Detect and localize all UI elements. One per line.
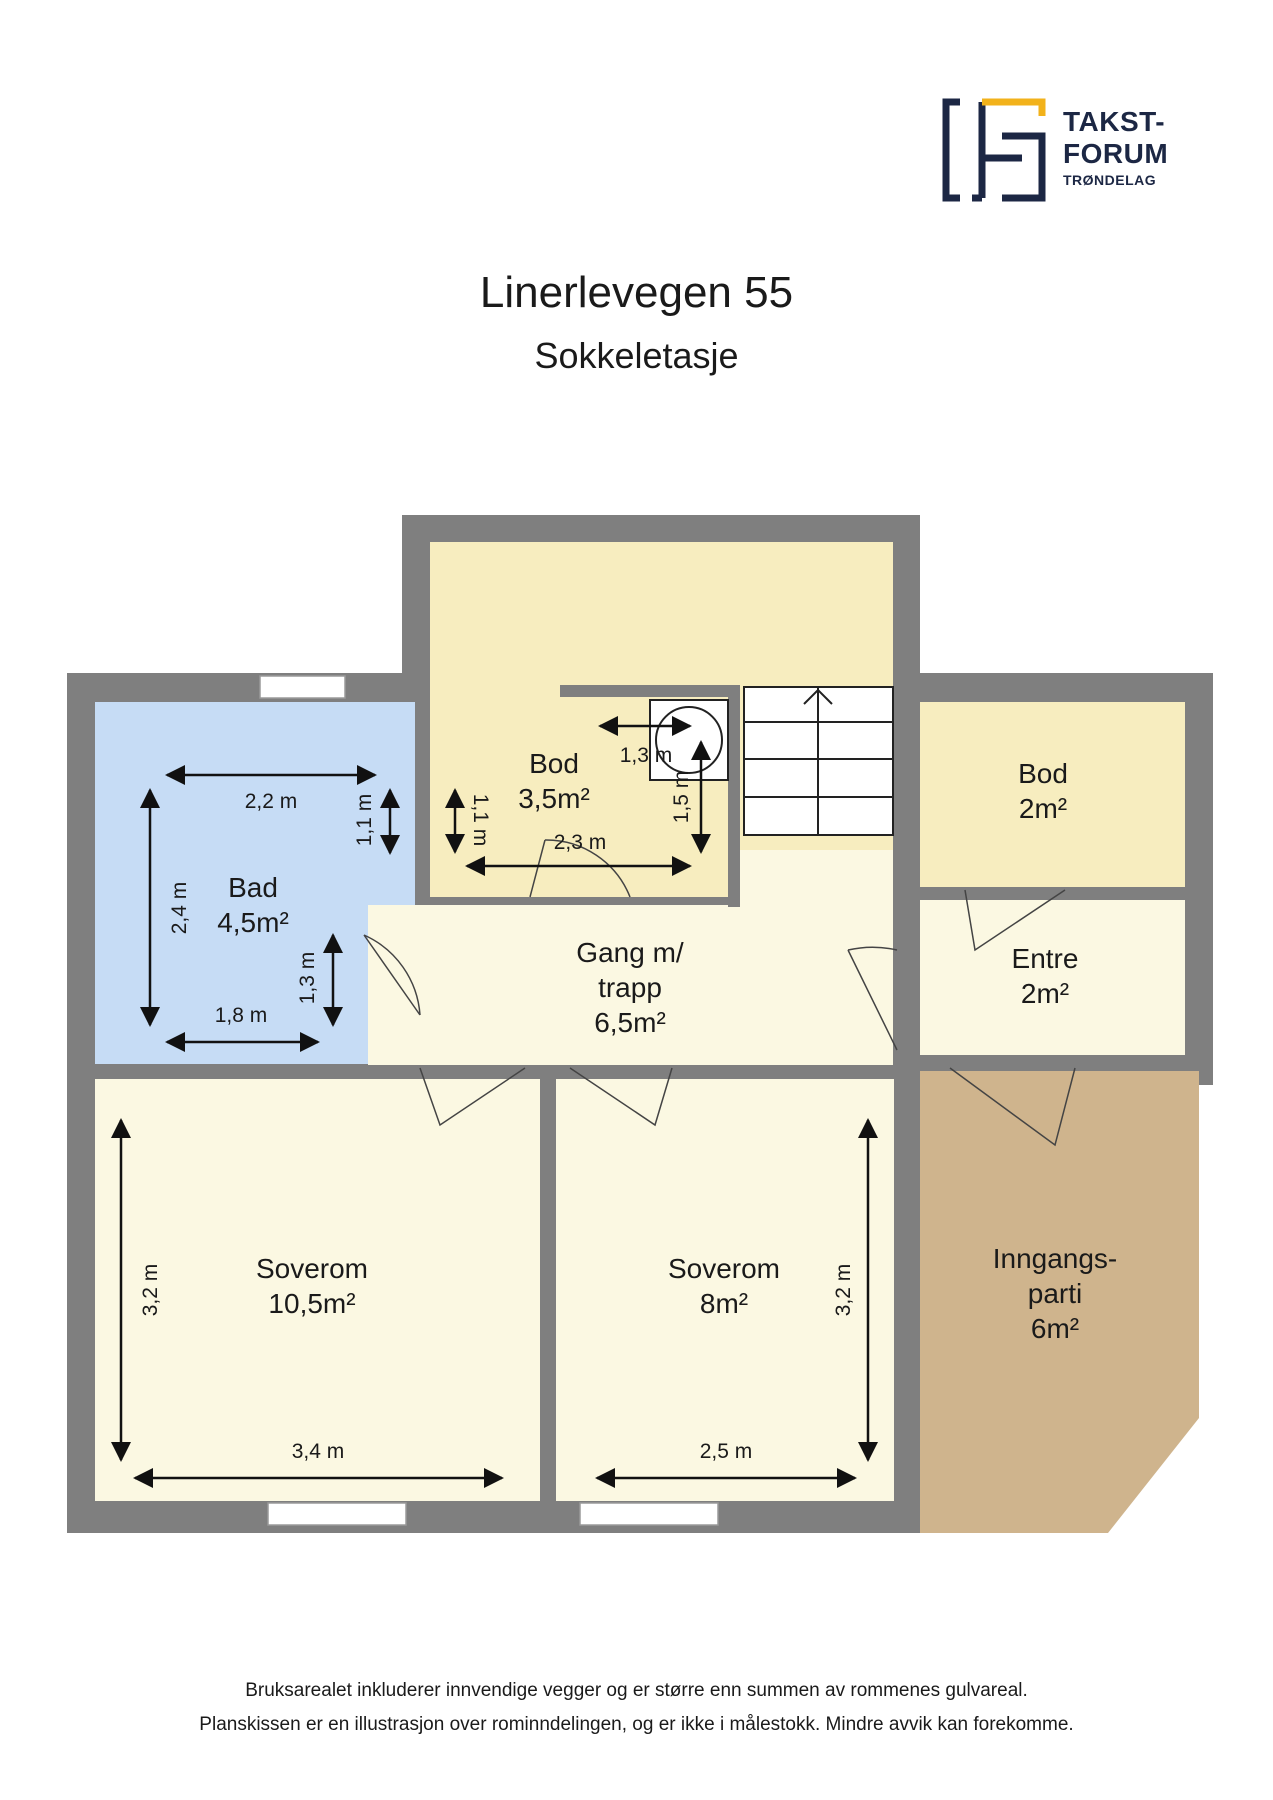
dim-bad-top: 2,2 m — [245, 790, 298, 813]
dim-soverom-left-height: 3,2 m — [139, 1264, 162, 1317]
windows — [259, 675, 719, 1526]
logo-line-2: FORUM — [1063, 138, 1169, 169]
room-inngangsparti — [920, 1071, 1199, 1533]
room-bod-right — [920, 702, 1185, 887]
dim-bod-left: 1,1 m — [469, 794, 492, 847]
chimney-flue-icon — [655, 706, 723, 774]
door-bad — [363, 934, 421, 1016]
label-bod-center-area: 3,5m² — [518, 783, 590, 814]
takstforum-logo: TAKST- FORUM TRØNDELAG — [942, 98, 1212, 202]
label-soverom-right-name: Soverom — [668, 1253, 780, 1284]
label-soverom-right-area: 8m² — [700, 1288, 748, 1319]
logo-line-3: TRØNDELAG — [1063, 172, 1157, 188]
bod-partition-wall-vertical — [728, 685, 740, 907]
label-gang-line1: Gang m/ — [576, 937, 684, 968]
dim-bod-right: 1,5 m — [670, 771, 693, 824]
dimension-lines — [111, 716, 878, 1488]
label-bad-name: Bad — [228, 872, 278, 903]
window-soverom-right — [579, 1502, 719, 1526]
label-gang-area: 6,5m² — [594, 1007, 666, 1038]
doors — [363, 839, 1076, 1147]
room-soverom-right — [556, 1079, 894, 1501]
label-bod-center-name: Bod — [529, 748, 579, 779]
staircase — [743, 686, 894, 836]
room-labels: Bad 4,5m² Bod 3,5m² Bod 2m² Gang m/ trap… — [217, 748, 1117, 1344]
label-soverom-left-name: Soverom — [256, 1253, 368, 1284]
dim-soverom-left-width: 3,4 m — [292, 1440, 345, 1463]
chimney — [649, 699, 729, 781]
door-soverom-left — [419, 1067, 526, 1127]
dim-soverom-right-height: 3,2 m — [832, 1264, 855, 1317]
door-soverom-right — [569, 1067, 673, 1127]
dim-bad-height: 2,4 m — [168, 882, 191, 935]
door-bod-right — [964, 889, 1066, 952]
label-bod-right-area: 2m² — [1019, 793, 1067, 824]
label-bod-right-name: Bod — [1018, 758, 1068, 789]
label-entre-name: Entre — [1012, 943, 1079, 974]
window-soverom-left — [267, 1502, 407, 1526]
room-soverom-left — [95, 1079, 540, 1501]
label-inngangsparti-area: 6m² — [1031, 1313, 1079, 1344]
label-gang-line2: trapp — [598, 972, 662, 1003]
dim-bad-niche-bottom: 1,3 m — [296, 952, 319, 1005]
logo-line-1: TAKST- — [1063, 106, 1166, 137]
label-entre-area: 2m² — [1021, 978, 1069, 1009]
dim-soverom-right-width: 2,5 m — [700, 1440, 753, 1463]
dim-bod-width: 2,3 m — [554, 831, 607, 854]
door-entre-inngang — [949, 1067, 1076, 1147]
label-inngangsparti-line2: parti — [1028, 1278, 1082, 1309]
dim-bod-top: 1,3 m — [620, 744, 673, 767]
room-gang — [368, 850, 893, 1065]
footnote-line-2: Planskissen er en illustrasjon over romi… — [199, 1714, 1074, 1735]
dimension-labels: 2,2 m 2,4 m 1,1 m 1,3 m 1,8 m 1,1 m 2,3 … — [139, 744, 855, 1463]
logo-mark-icon — [942, 98, 1046, 202]
page-subtitle: Sokkeletasje — [534, 335, 739, 376]
footnote-line-1: Bruksarealet inkluderer innvendige vegge… — [245, 1680, 1028, 1701]
window-bad — [259, 675, 346, 699]
label-bad-area: 4,5m² — [217, 907, 289, 938]
page-title: Linerlevegen 55 — [479, 268, 794, 317]
label-inngangsparti-line1: Inngangs- — [993, 1243, 1118, 1274]
dim-bad-niche-top: 1,1 m — [353, 794, 376, 847]
bod-partition-wall — [560, 685, 740, 697]
dim-bad-bottom: 1,8 m — [215, 1004, 268, 1027]
door-gang-entre — [847, 946, 898, 1051]
label-soverom-left-area: 10,5m² — [268, 1288, 355, 1319]
room-entre — [920, 900, 1185, 1055]
